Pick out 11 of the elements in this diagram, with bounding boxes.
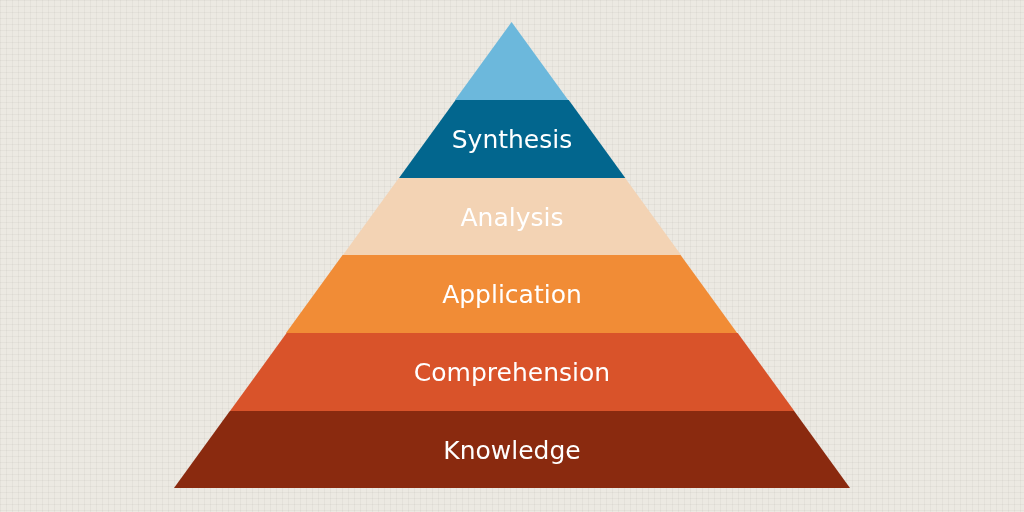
level-label: Application xyxy=(442,279,582,309)
level-label: Synthesis xyxy=(451,124,573,154)
level-label: Comprehension xyxy=(413,357,611,387)
pyramid-band xyxy=(286,255,738,333)
level-label: Analysis xyxy=(460,202,564,231)
pyramid-band xyxy=(174,411,850,488)
level-label: Knowledge xyxy=(443,435,581,464)
pyramid-band xyxy=(398,100,626,178)
pyramid-band xyxy=(343,178,681,255)
pyramid-apex-triangle xyxy=(455,22,569,100)
pyramid-band xyxy=(229,333,795,411)
